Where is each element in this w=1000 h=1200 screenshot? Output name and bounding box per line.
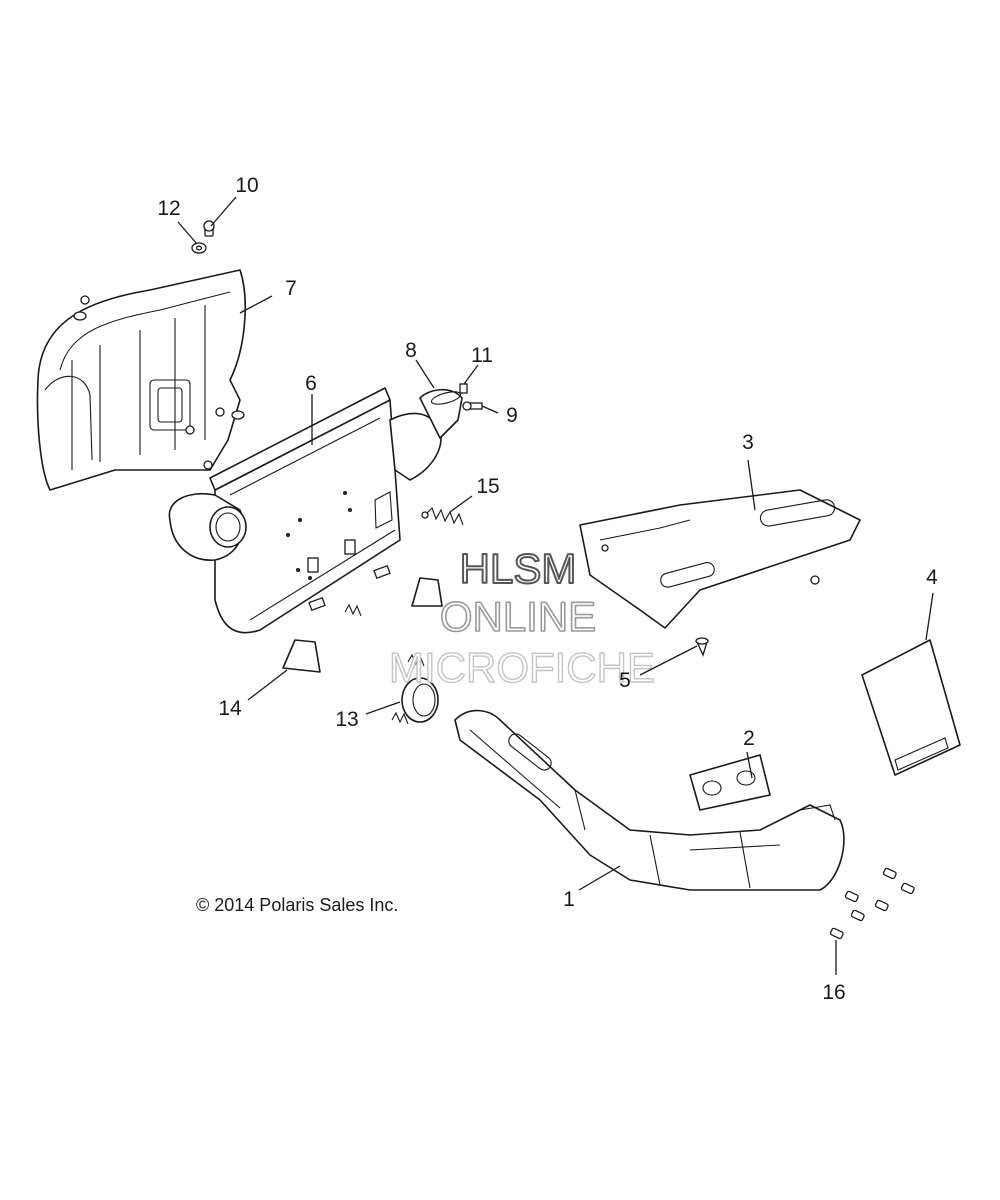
- part-12-washer: [191, 242, 207, 254]
- leader-lines: [177, 196, 934, 975]
- callout-16: 16: [822, 981, 845, 1004]
- part-11-screw: [459, 383, 468, 394]
- copyright-text: © 2014 Polaris Sales Inc.: [196, 895, 398, 915]
- part-5-clip: [695, 637, 709, 657]
- part-3-bracket: [579, 489, 861, 629]
- callout-6: 6: [305, 372, 317, 395]
- callout-11: 11: [471, 344, 493, 367]
- part-7-heat-shield: [36, 269, 246, 491]
- callout-14: 14: [218, 697, 242, 720]
- part-8-cap: [419, 388, 463, 439]
- part-7-fasteners: [73, 295, 245, 470]
- part-13-clamp: [344, 603, 439, 725]
- part-16-bolts: [829, 867, 915, 940]
- callout-8: 8: [405, 339, 417, 362]
- part-4-plate: [861, 639, 961, 776]
- callout-2: 2: [743, 727, 755, 750]
- callout-1: 1: [563, 888, 575, 911]
- part-15-spring: [421, 507, 464, 526]
- part-9-bolt: [462, 401, 483, 411]
- part-1-header-pipe: [454, 709, 845, 891]
- part-14-isolators: [282, 577, 443, 673]
- callout-3: 3: [742, 431, 754, 454]
- callout-12: 12: [157, 197, 180, 220]
- callout-15: 15: [476, 475, 499, 498]
- callout-9: 9: [506, 404, 518, 427]
- callout-4: 4: [926, 566, 938, 589]
- callout-5: 5: [619, 669, 631, 692]
- callout-13: 13: [335, 708, 358, 731]
- part-10-screw: [203, 220, 215, 237]
- callout-7: 7: [285, 277, 297, 300]
- watermark-line-1: HLSM: [460, 545, 577, 592]
- watermark-line-2: ONLINE: [440, 593, 596, 640]
- part-2-gasket: [689, 754, 771, 811]
- callouts: 1 2 3 4 5 6 7 8 9 10 11 12 13 14 15 16: [157, 174, 938, 1004]
- watermark-line-3: MICROFICHE: [389, 644, 655, 691]
- callout-10: 10: [235, 174, 258, 197]
- watermark: HLSM ONLINE MICROFICHE: [388, 544, 655, 692]
- part-6-muffler: [168, 387, 442, 634]
